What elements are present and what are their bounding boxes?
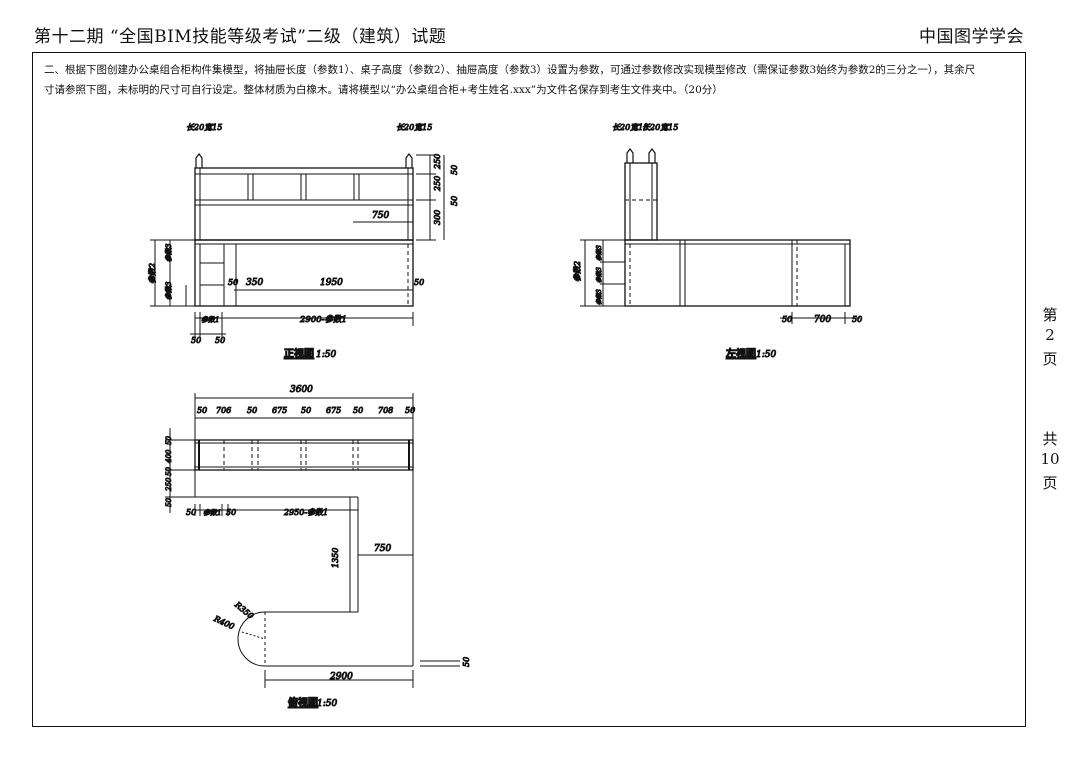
top-view: 3600 50 706 50 675 50 675 50 708 50 50 4… [165,385,472,710]
front-dim-b50b: 50 [215,336,225,345]
front-view: 长20宽15 长20宽15 250 250 300 50 50 750 50 3… [148,123,460,361]
top-dim-t4: 675 [272,406,287,415]
top-dim-1350: 1350 [331,548,340,568]
page-number: 2 [1045,326,1055,344]
top-dim-t9: 50 [405,406,415,415]
front-dim-b50a: 50 [191,336,201,345]
total-label-1: 共 [1042,430,1058,448]
top-dim-t8: 708 [378,406,393,415]
top-dim-v1: 50 [165,436,173,445]
front-dim-h3: 300 [433,210,442,225]
front-dim-side-50b: 50 [450,196,459,206]
top-dim-t2: 706 [216,406,231,415]
front-view-scale: 1:50 [316,350,336,360]
top-dim-side50: 50 [462,657,471,667]
front-dim-50a: 50 [228,278,238,287]
left-dim-p3b: 参数3 [595,267,603,283]
front-dim-param2: 参数2 [148,263,157,284]
left-dim-700: 700 [814,315,831,325]
top-dim-v4: 250 [165,477,173,492]
top-view-scale: 1:50 [317,699,337,709]
front-dim-h1: 250 [433,154,442,170]
top-dim-total: 3600 [290,385,313,395]
front-hinge-left-label: 长20宽15 [186,123,222,132]
left-view: 长20宽15 长20宽15 参数2 参数3 参数3 参数3 50 700 50 … [573,123,863,361]
top-dim-t6: 675 [326,406,341,415]
organization-name: 中国图学学会 [919,27,1024,47]
top-dim-t5: 50 [301,406,311,415]
top-dim-r400: R400 [212,614,236,632]
front-hinge-right-label: 长20宽15 [396,123,432,132]
left-hinge-label: 长20宽15 [612,123,648,132]
top-dim-750: 750 [374,544,391,554]
front-dim-h2: 250 [433,176,442,192]
page-title: 第十二期 “全国BIM技能等级考试”二级（建筑）试题 [34,27,447,47]
front-dim-750: 750 [372,211,389,221]
page-label-2: 页 [1042,350,1058,368]
top-dim-t1: 50 [197,406,207,415]
front-dim-param3: 参数3 [165,243,173,262]
top-dim-m1: 50 [186,508,196,517]
front-dim-side-50a: 50 [450,165,459,175]
total-pages: 10 [1040,450,1060,468]
top-dim-t7: 50 [353,406,363,415]
top-dim-bottom: 2900 [329,672,353,682]
drawing-frame [32,52,1026,727]
left-view-caption: 左视图 [725,347,756,360]
front-dim-total: 2900-参数1 [299,314,347,325]
top-dim-r350: R350 [232,600,255,621]
left-hinge-label-2: 长20宽15 [642,123,678,132]
question-text-line-1: 二、根据下图创建办公桌组合柜构件集模型，将抽屉长度（参数1）、桌子高度（参数2）… [44,64,976,76]
top-dim-v5: 50 [165,498,173,507]
page-label-1: 第 [1042,306,1058,324]
front-dim-param1: 参数1 [201,316,219,324]
top-dim-v3: 50 [165,467,173,476]
left-dim-50b: 50 [852,315,862,324]
left-dim-50a: 50 [782,315,792,324]
front-dim-50b: 50 [414,278,424,287]
front-view-caption: 正视图 [284,347,314,360]
left-view-scale: 1:50 [756,350,776,360]
total-label-2: 页 [1042,474,1058,492]
left-dim-p3c: 参数3 [595,289,603,305]
top-view-caption: 俯视图 [288,696,318,709]
question-text-line-2: 寸请参照下图，未标明的尺寸可自行设定。整体材质为白橡木。请将模型以“办公桌组合柜… [44,84,723,96]
top-dim-t3: 50 [247,406,257,415]
top-dim-m3: 50 [226,508,236,517]
left-dim-p3a: 参数3 [595,245,603,261]
front-dim-1950: 1950 [320,278,343,288]
front-dim-350: 350 [246,278,263,288]
front-dim-param3b: 参数3 [165,281,173,300]
top-dim-v2: 400 [165,449,173,464]
top-dim-m2: 参数1 [203,509,221,517]
top-dim-m4: 2950-参数1 [283,508,328,517]
left-dim-param2: 参数2 [573,261,582,282]
